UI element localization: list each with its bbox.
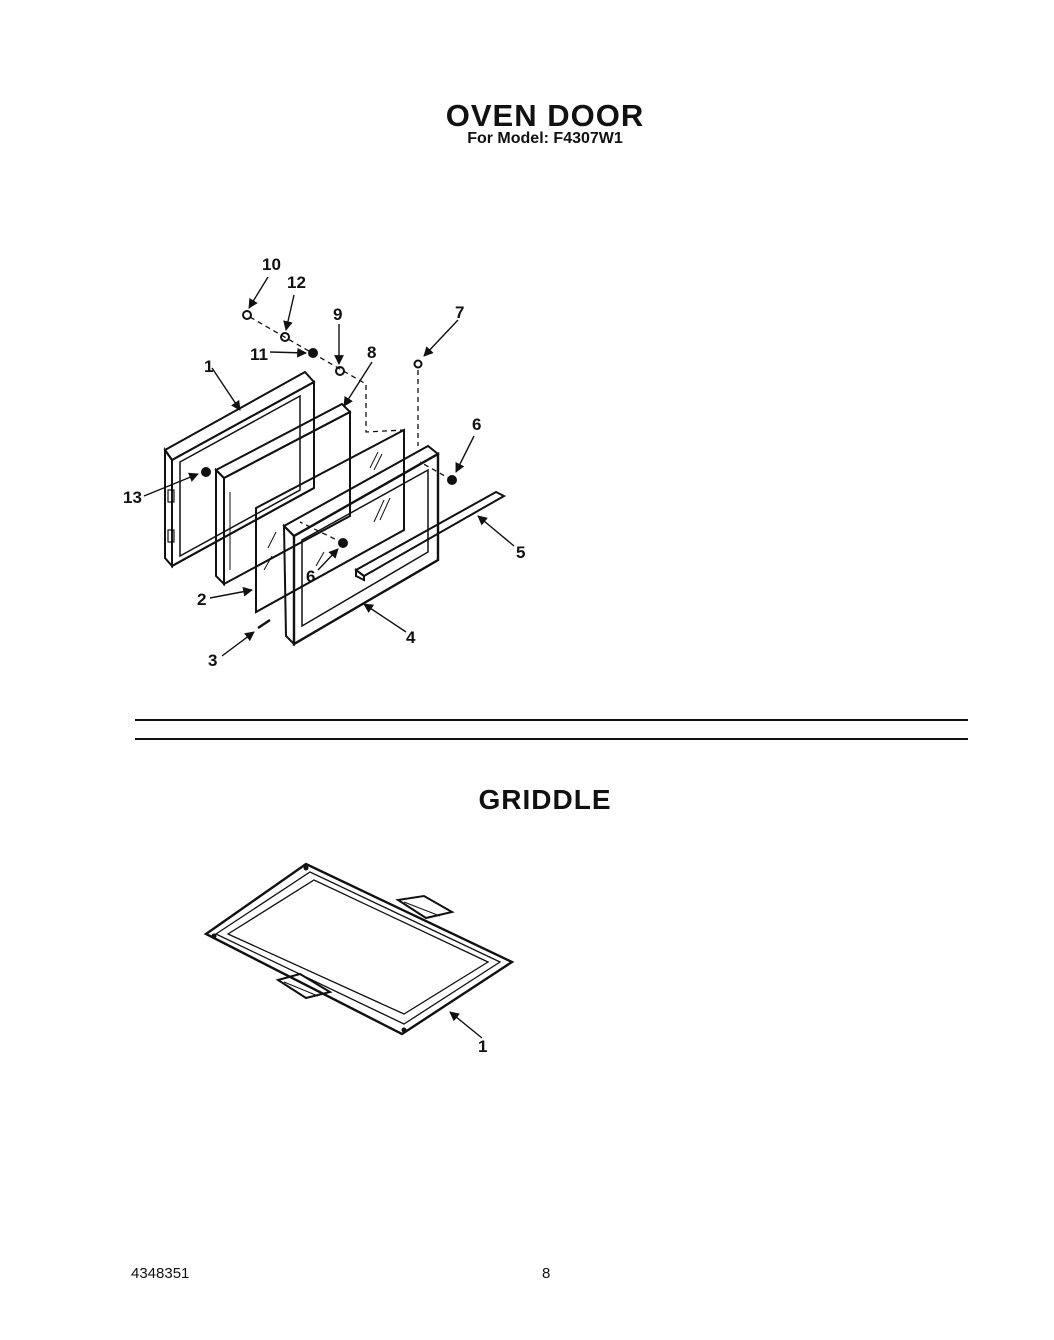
document-number: 4348351 bbox=[131, 1265, 190, 1282]
callout-10: 10 bbox=[262, 255, 281, 274]
callout-6-lower: 6 bbox=[306, 567, 315, 586]
assembly-lines bbox=[249, 316, 453, 544]
callout-6-upper: 6 bbox=[472, 415, 481, 434]
leader-lines bbox=[143, 276, 515, 657]
part-handle bbox=[354, 490, 507, 582]
part-washer-12 bbox=[280, 332, 290, 342]
part-inner-liner bbox=[163, 370, 316, 569]
page-number: 8 bbox=[542, 1265, 551, 1282]
part-seal-3 bbox=[257, 618, 271, 630]
callout-2: 2 bbox=[197, 590, 206, 609]
part-glass bbox=[255, 428, 405, 614]
page-title: OVEN DOOR bbox=[445, 98, 645, 133]
callout-11: 11 bbox=[250, 345, 268, 364]
part-screw-7 bbox=[413, 359, 423, 369]
part-screw-10 bbox=[242, 310, 252, 320]
callout-1: 1 bbox=[204, 357, 213, 376]
part-clip-13 bbox=[201, 467, 211, 477]
griddle-drawing bbox=[203, 862, 515, 1039]
callout-9: 9 bbox=[333, 305, 342, 324]
section-divider-top bbox=[135, 719, 968, 721]
part-outer-frame bbox=[282, 444, 440, 647]
griddle-callout-1: 1 bbox=[478, 1037, 487, 1056]
section-divider-bottom bbox=[135, 738, 968, 740]
callout-13: 13 bbox=[123, 488, 142, 507]
callout-8: 8 bbox=[367, 343, 376, 362]
griddle-section-title: GRIDDLE bbox=[478, 784, 612, 815]
part-inner-panel bbox=[214, 402, 352, 587]
callout-3: 3 bbox=[208, 651, 217, 670]
callout-7: 7 bbox=[455, 303, 464, 322]
callout-4: 4 bbox=[406, 628, 416, 647]
callout-12: 12 bbox=[287, 273, 306, 292]
callout-5: 5 bbox=[516, 543, 525, 562]
oven-door-exploded-view bbox=[143, 276, 515, 657]
model-subtitle: For Model: F4307W1 bbox=[467, 130, 623, 147]
part-washer-9 bbox=[335, 366, 345, 376]
